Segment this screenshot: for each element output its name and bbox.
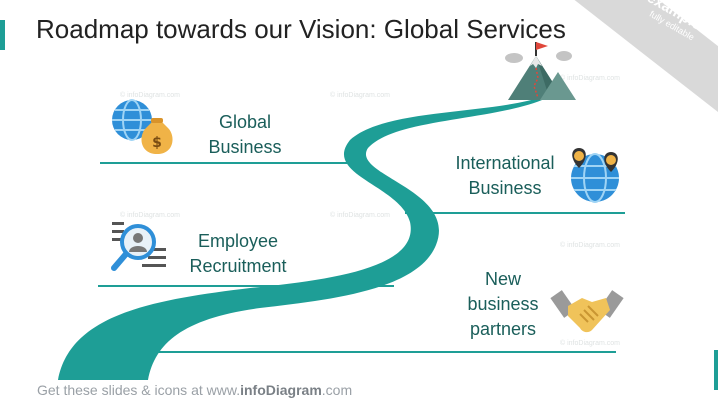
right-accent-bar — [714, 350, 718, 390]
stage-line-international-business — [405, 212, 625, 214]
stage-label-line: International — [455, 153, 555, 173]
stage-label-employee-recruitment: Employee Recruitment — [178, 229, 298, 279]
stage-label-line: business — [467, 294, 539, 314]
handshake-icon — [550, 290, 624, 333]
stage-line-employee-recruitment — [98, 285, 394, 287]
globe-money-bag-icon: $ — [112, 99, 173, 154]
stage-line-new-business-partners — [150, 351, 616, 353]
stage-label-global-business: Global Business — [195, 110, 295, 160]
stage-label-line: Business — [208, 137, 282, 157]
mountain-flag-icon — [505, 42, 576, 100]
stage-label-new-business-partners: New business partners — [458, 267, 548, 342]
footer-prefix: Get these slides & icons at www. — [37, 382, 241, 398]
globe-location-pins-icon — [571, 148, 619, 203]
svg-text:$: $ — [152, 135, 162, 151]
watermark: © infoDiagram.com — [120, 212, 181, 219]
recruitment-magnifier-icon — [111, 222, 166, 271]
slide-title: Roadmap towards our Vision: Global Servi… — [36, 14, 566, 44]
footer-brand[interactable]: infoDiagram — [240, 382, 322, 398]
stage-label-line: Recruitment — [189, 256, 287, 276]
watermark: © infoDiagram.com — [120, 92, 181, 99]
footer-suffix: .com — [321, 382, 353, 398]
stage-label-line: Business — [468, 178, 542, 198]
left-accent-bar — [0, 20, 5, 50]
stage-label-line: New — [484, 269, 521, 289]
stage-label-line: partners — [469, 319, 537, 339]
watermark: © infoDiagram.com — [560, 340, 621, 347]
stage-label-line: Employee — [197, 231, 279, 251]
stage-label-line: Global — [218, 112, 272, 132]
watermark: © infoDiagram.com — [560, 242, 621, 249]
watermark: © infoDiagram.com — [330, 92, 391, 99]
watermark: © infoDiagram.com — [560, 75, 621, 82]
stage-label-international-business: International Business — [440, 151, 570, 201]
stage-line-global-business — [100, 162, 362, 164]
footer: Get these slides & icons at www.infoDiag… — [37, 382, 352, 398]
watermark: © infoDiagram.com — [330, 212, 391, 219]
road-shape — [58, 96, 547, 380]
